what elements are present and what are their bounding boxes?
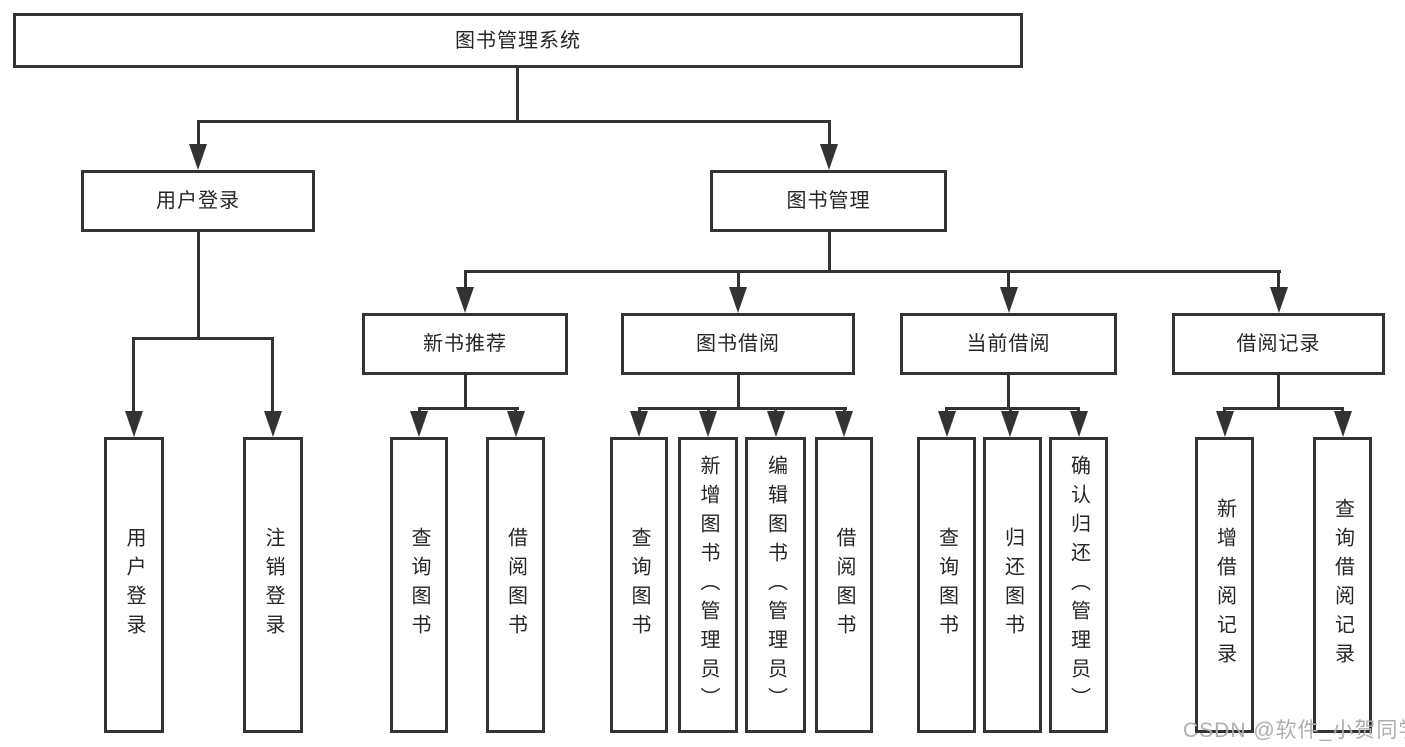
connector-line bbox=[132, 337, 274, 340]
connector-line bbox=[196, 120, 831, 123]
leaf-borrow-book: 借阅图书 bbox=[815, 437, 873, 733]
arrowhead-icon bbox=[937, 411, 956, 437]
node-book-management: 图书管理 bbox=[710, 170, 947, 232]
node-label: 图书借阅 bbox=[696, 333, 780, 355]
arrowhead-icon bbox=[410, 411, 428, 437]
node-book-borrow: 图书借阅 bbox=[621, 313, 855, 375]
connector-line bbox=[1077, 407, 1080, 411]
arrowhead-icon bbox=[1001, 411, 1019, 437]
connector-line bbox=[463, 270, 1281, 273]
connector-line bbox=[463, 270, 467, 287]
leaf-borrow-books-recommend: 借阅图书 bbox=[486, 437, 545, 733]
node-label: 查询图书 bbox=[628, 527, 650, 643]
connector-line bbox=[774, 407, 777, 411]
node-label: 查询图书 bbox=[408, 527, 430, 643]
connector-line bbox=[945, 407, 948, 411]
node-label: 查询图书 bbox=[935, 527, 958, 643]
leaf-query-books-recommend: 查询图书 bbox=[390, 437, 448, 733]
leaf-confirm-return-admin: 确认归还（管理员） bbox=[1049, 437, 1108, 733]
connector-line bbox=[637, 407, 641, 411]
node-new-book-recommend: 新书推荐 bbox=[362, 313, 568, 375]
leaf-user-login: 用户登录 bbox=[104, 437, 164, 733]
node-label: 编辑图书（管理员） bbox=[764, 454, 787, 716]
leaf-return-book: 归还图书 bbox=[983, 437, 1042, 733]
arrowhead-icon bbox=[999, 287, 1018, 313]
arrowhead-icon bbox=[1269, 287, 1288, 313]
node-label: 当前借阅 bbox=[966, 333, 1051, 355]
connector-line bbox=[514, 407, 517, 411]
node-borrow-record: 借阅记录 bbox=[1172, 313, 1385, 375]
node-label: 新增借阅记录 bbox=[1213, 498, 1236, 672]
leaf-logout: 注销登录 bbox=[243, 437, 303, 733]
connector-line bbox=[1341, 407, 1344, 411]
node-library-system: 图书管理系统 bbox=[13, 13, 1023, 68]
node-label: 归还图书 bbox=[1001, 527, 1024, 643]
arrowhead-icon bbox=[820, 144, 838, 170]
node-label: 新书推荐 bbox=[423, 333, 507, 355]
arrowhead-icon bbox=[456, 287, 474, 313]
node-current-borrow: 当前借阅 bbox=[900, 313, 1117, 375]
connector-line bbox=[706, 407, 710, 411]
connector-line bbox=[1223, 407, 1226, 411]
connector-line bbox=[196, 232, 200, 337]
connector-line bbox=[1277, 375, 1280, 407]
leaf-add-book-admin: 新增图书（管理员） bbox=[678, 437, 738, 733]
leaf-query-books-current: 查询图书 bbox=[917, 437, 976, 733]
connector-line bbox=[196, 120, 200, 144]
connector-line bbox=[132, 337, 135, 411]
arrowhead-icon bbox=[1215, 411, 1234, 437]
connector-line bbox=[463, 375, 467, 407]
node-label: 查询借阅记录 bbox=[1331, 498, 1354, 672]
arrowhead-icon bbox=[124, 411, 143, 437]
leaf-add-borrow-record: 新增借阅记录 bbox=[1195, 437, 1254, 733]
arrowhead-icon bbox=[1069, 411, 1088, 437]
arrowhead-icon bbox=[766, 411, 785, 437]
connector-line bbox=[1008, 407, 1012, 411]
connector-line bbox=[1007, 270, 1010, 287]
arrowhead-icon bbox=[506, 411, 525, 437]
node-user-login: 用户登录 bbox=[81, 170, 315, 232]
connector-line bbox=[1277, 270, 1280, 287]
node-label: 用户登录 bbox=[123, 527, 145, 643]
connector-line bbox=[827, 120, 831, 144]
node-label: 借阅图书 bbox=[833, 527, 855, 643]
node-label: 图书管理 bbox=[786, 190, 871, 212]
arrowhead-icon bbox=[729, 287, 747, 313]
node-label: 新增图书（管理员） bbox=[697, 454, 719, 716]
connector-line bbox=[945, 407, 1080, 410]
connector-line bbox=[637, 407, 847, 410]
node-label: 借阅记录 bbox=[1236, 333, 1321, 355]
node-label: 注销登录 bbox=[262, 527, 284, 643]
csdn-watermark: CSDN @软件_小贺同学 bbox=[1183, 719, 1405, 742]
leaf-query-books-borrow: 查询图书 bbox=[610, 437, 668, 733]
connector-line bbox=[271, 337, 274, 411]
connector-line bbox=[417, 407, 519, 410]
connector-line bbox=[736, 270, 740, 287]
connector-line bbox=[515, 68, 519, 120]
connector-line bbox=[842, 407, 846, 411]
leaf-query-borrow-record: 查询借阅记录 bbox=[1313, 437, 1372, 733]
node-label: 用户登录 bbox=[156, 190, 240, 212]
arrowhead-icon bbox=[630, 411, 648, 437]
node-label: 借阅图书 bbox=[504, 527, 527, 643]
arrowhead-icon bbox=[263, 411, 282, 437]
node-label: 图书管理系统 bbox=[455, 29, 581, 52]
leaf-edit-book-admin: 编辑图书（管理员） bbox=[745, 437, 806, 733]
arrowhead-icon bbox=[699, 411, 717, 437]
arrowhead-icon bbox=[835, 411, 853, 437]
arrowhead-icon bbox=[189, 144, 207, 170]
connector-line bbox=[827, 232, 831, 270]
connector-line bbox=[1223, 407, 1344, 410]
node-label: 确认归还（管理员） bbox=[1067, 454, 1090, 716]
connector-line bbox=[417, 407, 421, 411]
connector-line bbox=[736, 375, 740, 407]
connector-line bbox=[1007, 375, 1010, 407]
arrowhead-icon bbox=[1333, 411, 1352, 437]
